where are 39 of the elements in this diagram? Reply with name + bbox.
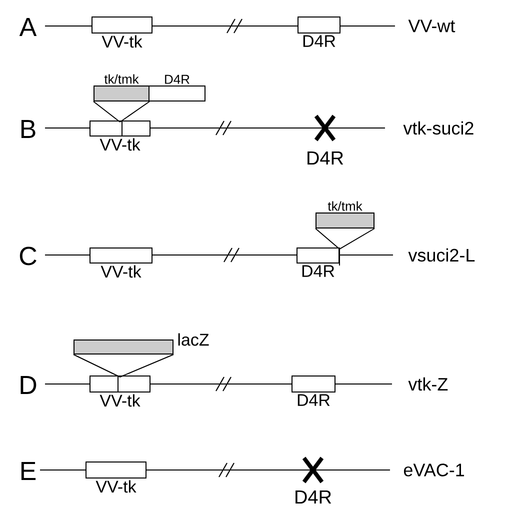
node-label: lacZ: [178, 333, 209, 346]
node-label: VV-tk: [96, 480, 136, 493]
strain-name: vtk-suci2: [403, 121, 474, 135]
gene-box: VV-tk: [86, 462, 146, 493]
insertion-wedge: [73, 354, 174, 378]
node-label: VV-tk: [100, 265, 142, 278]
gene-box: VV-tk: [92, 16, 152, 48]
gene-box: VV-tk: [90, 248, 152, 278]
gene-box: D4R: [298, 16, 340, 47]
node-label: VV-tk: [102, 35, 142, 48]
node-label: tk/tmk: [104, 74, 139, 84]
node-label: VV-tk: [100, 394, 140, 407]
insert-box: tk/tmk: [94, 74, 150, 102]
node-label: tk/tmk: [328, 201, 362, 211]
row-letter: C: [20, 246, 36, 266]
insertion-wedge: [315, 228, 375, 250]
node-label: D4R: [165, 74, 190, 84]
insert-box: tk/tmk: [316, 201, 374, 228]
insertion-wedge: [93, 101, 150, 122]
node-label: D4R: [302, 265, 334, 277]
node-label: D4R: [298, 394, 330, 406]
strain-name: vsuci2-L: [408, 248, 475, 262]
gene-label: D4R: [296, 490, 332, 504]
node-label: VV-tk: [100, 138, 140, 151]
gene-box: D4R: [296, 248, 340, 277]
insert-box: lacZ: [74, 333, 209, 354]
row-letter: D: [20, 376, 36, 394]
gene-box: VV-tk: [90, 376, 150, 407]
gene-box: D4R: [292, 376, 336, 406]
row-letter: E: [21, 462, 36, 480]
node-label: D4R: [303, 35, 336, 47]
strain-name: VV-wt: [408, 20, 456, 32]
gene-box: D4R: [148, 74, 206, 102]
row-letter: B: [21, 120, 36, 138]
strain-name: eVAC-1: [404, 464, 464, 476]
row-letter: A: [19, 18, 37, 36]
strain-name: vtk-Z: [408, 377, 448, 391]
gene-label: D4R: [308, 151, 344, 165]
gene-box: VV-tk: [90, 120, 150, 151]
